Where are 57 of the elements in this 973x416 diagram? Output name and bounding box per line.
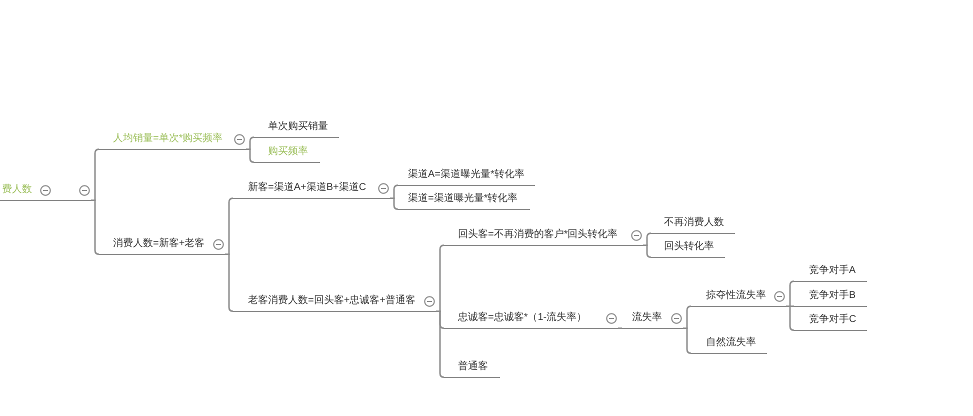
topic-branch <box>794 287 867 307</box>
topic-branch <box>99 235 225 255</box>
topic-branch <box>233 292 436 312</box>
topic-branch <box>691 334 767 354</box>
topic-branch <box>651 214 735 234</box>
branch-line <box>225 198 234 255</box>
branch-line <box>786 306 795 331</box>
branch-line <box>683 306 692 329</box>
topic-text: 竞争对手B <box>809 289 856 302</box>
branch-line <box>246 136 255 150</box>
topic-text: 回头转化率 <box>664 240 714 253</box>
topic-branch <box>254 143 320 163</box>
topic-text: 回头客=不再消费的客户*回头转化率 <box>458 228 618 241</box>
topic-text: 人均销量=单次*购买频率 <box>113 132 223 145</box>
topic-branch <box>99 130 246 150</box>
branch-line <box>91 148 100 201</box>
branch-line <box>91 200 100 255</box>
topic-text: 费人数 <box>2 183 32 196</box>
topic-text: 老客消费人数=回头客+忠诚客+普通客 <box>248 294 416 307</box>
topic-branch <box>398 190 530 210</box>
branch-line <box>246 148 255 163</box>
topic-branch <box>0 181 91 201</box>
topic-text: 消费人数=新客+老客 <box>113 237 205 250</box>
topic-text: 竞争对手A <box>809 264 856 277</box>
branch-line <box>643 244 652 258</box>
topic-branch <box>444 309 618 329</box>
branch-line <box>390 184 399 199</box>
branch-line <box>390 198 399 210</box>
branch-line <box>618 328 622 329</box>
topic-branch <box>444 358 500 378</box>
topic-branch <box>691 287 786 307</box>
topic-text: 竞争对手C <box>809 313 856 326</box>
topic-text: 渠道A=渠道曝光量*转化率 <box>408 168 524 181</box>
topic-text: 不再消费人数 <box>664 216 724 229</box>
topic-text: 自然流失率 <box>706 336 756 349</box>
topic-text: 渠道=渠道曝光量*转化率 <box>408 192 518 205</box>
topic-text: 单次购买销量 <box>268 120 328 133</box>
topic-text: 普通客 <box>458 360 488 373</box>
topic-branch <box>622 309 683 329</box>
branch-line <box>225 254 234 312</box>
topic-branch <box>398 166 535 186</box>
topic-branch <box>444 226 643 246</box>
topic-text: 购买频率 <box>268 145 308 158</box>
topic-branch <box>794 262 867 282</box>
topic-branch <box>794 311 867 331</box>
branch-line <box>683 328 692 354</box>
topic-text: 新客=渠道A+渠道B+渠道C <box>248 181 366 194</box>
branch-line <box>643 232 652 246</box>
topic-branch <box>254 118 339 138</box>
topic-branch <box>233 179 390 199</box>
topic-branch <box>651 238 725 258</box>
topic-text: 掠夺性流失率 <box>706 289 766 302</box>
branch-line <box>786 280 795 307</box>
topic-text: 流失率 <box>632 311 662 324</box>
branch-line <box>436 244 445 312</box>
topic-text: 忠诚客=忠诚客*（1-流失率） <box>458 311 587 324</box>
branch-line <box>436 310 445 378</box>
